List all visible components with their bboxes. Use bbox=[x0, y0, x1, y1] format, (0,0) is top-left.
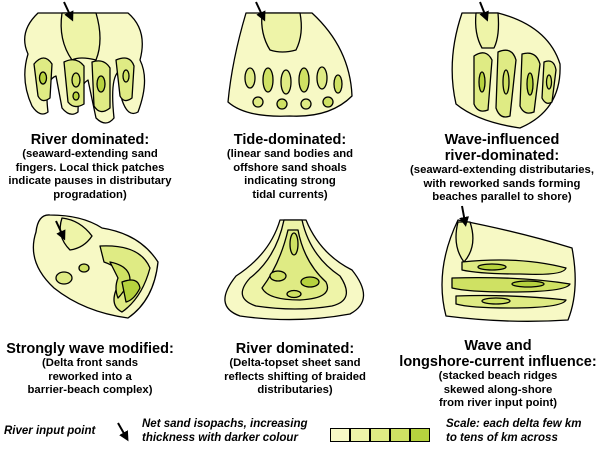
legend-isopach-line: Net sand isopachs, increasing bbox=[142, 418, 308, 430]
caption-wave-longshore: Wave and longshore-current influence: (s… bbox=[396, 338, 600, 411]
delta-river-dominated-fingers bbox=[24, 12, 146, 124]
caption-line: progradation) bbox=[53, 188, 127, 201]
caption-title: Strongly wave modified: bbox=[6, 341, 174, 357]
delta-wave-influenced bbox=[451, 12, 561, 129]
caption-line: (stacked beach ridges bbox=[438, 370, 558, 382]
river-input-arrow bbox=[255, 1, 266, 22]
caption-line: (Delta-topset sheet sand bbox=[229, 357, 361, 369]
caption-title-line2: river-dominated: bbox=[444, 148, 560, 164]
caption-strongly-wave-modified: Strongly wave modified: (Delta front san… bbox=[0, 341, 180, 398]
isopach-swatch-4 bbox=[390, 428, 410, 442]
isopach-swatch-3 bbox=[370, 428, 390, 442]
caption-line: (seaward-extending distributaries, bbox=[410, 164, 594, 176]
caption-line: reflects shifting of braided bbox=[224, 370, 366, 383]
isopach-swatch-1 bbox=[330, 428, 350, 442]
river-input-arrow bbox=[459, 205, 469, 227]
caption-line: (Delta front sands bbox=[41, 357, 139, 369]
caption-line: skewed along-shore bbox=[443, 383, 553, 396]
river-input-arrow bbox=[63, 1, 74, 22]
caption-line: beaches parallel to shore) bbox=[432, 191, 572, 203]
legend-scale-text: Scale: each delta few km to tens of km a… bbox=[446, 417, 598, 445]
caption-line: offshore sand shoals bbox=[233, 161, 347, 174]
caption-line: fingers. Local thick patches bbox=[15, 161, 165, 174]
caption-river-dominated-sheet: River dominated: (Delta-topset sheet san… bbox=[200, 341, 390, 398]
legend-river-input: River input point bbox=[4, 425, 96, 437]
caption-tide-dominated: Tide-dominated: (linear sand bodies and … bbox=[200, 132, 380, 202]
caption-title: River dominated: bbox=[235, 341, 355, 357]
legend-arrow bbox=[117, 422, 129, 442]
delta-strongly-wave-modified bbox=[32, 214, 159, 319]
caption-line: reworked into a bbox=[48, 370, 132, 383]
isopach-swatch-5 bbox=[410, 428, 430, 442]
caption-line: (seaward-extending sand bbox=[22, 148, 158, 160]
caption-river-dominated: River dominated: (seaward-extending sand… bbox=[0, 132, 180, 202]
caption-line: with reworked sands forming bbox=[423, 177, 581, 190]
caption-line: (linear sand bodies and bbox=[226, 148, 354, 160]
caption-title: Tide-dominated: bbox=[233, 132, 347, 148]
caption-title: Wave and bbox=[464, 338, 532, 354]
caption-title-line2: longshore-current influence: bbox=[399, 354, 597, 370]
caption-line: tidal currents) bbox=[252, 188, 328, 201]
caption-line: indicate pauses in distributary bbox=[8, 175, 172, 187]
river-input-arrow bbox=[55, 220, 66, 241]
legend-isopach-text: Net sand isopachs, increasing thickness … bbox=[142, 417, 342, 445]
river-input-arrow bbox=[479, 1, 489, 22]
delta-river-dominated-sheet bbox=[224, 219, 365, 321]
caption-line: from river input point) bbox=[439, 397, 557, 409]
legend-scale-line: Scale: each delta few km bbox=[446, 418, 582, 430]
caption-line: indicating strong bbox=[244, 175, 336, 187]
caption-line: barrier-beach complex) bbox=[27, 384, 153, 396]
caption-line: distributaries) bbox=[257, 384, 333, 396]
caption-title: Wave-influenced bbox=[444, 132, 560, 148]
delta-tide-dominated bbox=[227, 12, 353, 117]
caption-wave-influenced: Wave-influenced river-dominated: (seawar… bbox=[404, 132, 600, 205]
legend-isopach-line: thickness with darker colour bbox=[142, 432, 298, 444]
isopach-swatch-2 bbox=[350, 428, 370, 442]
legend-scale-line: to tens of km across bbox=[446, 432, 558, 444]
caption-title: River dominated: bbox=[30, 132, 150, 148]
delta-wave-longshore bbox=[441, 219, 576, 322]
